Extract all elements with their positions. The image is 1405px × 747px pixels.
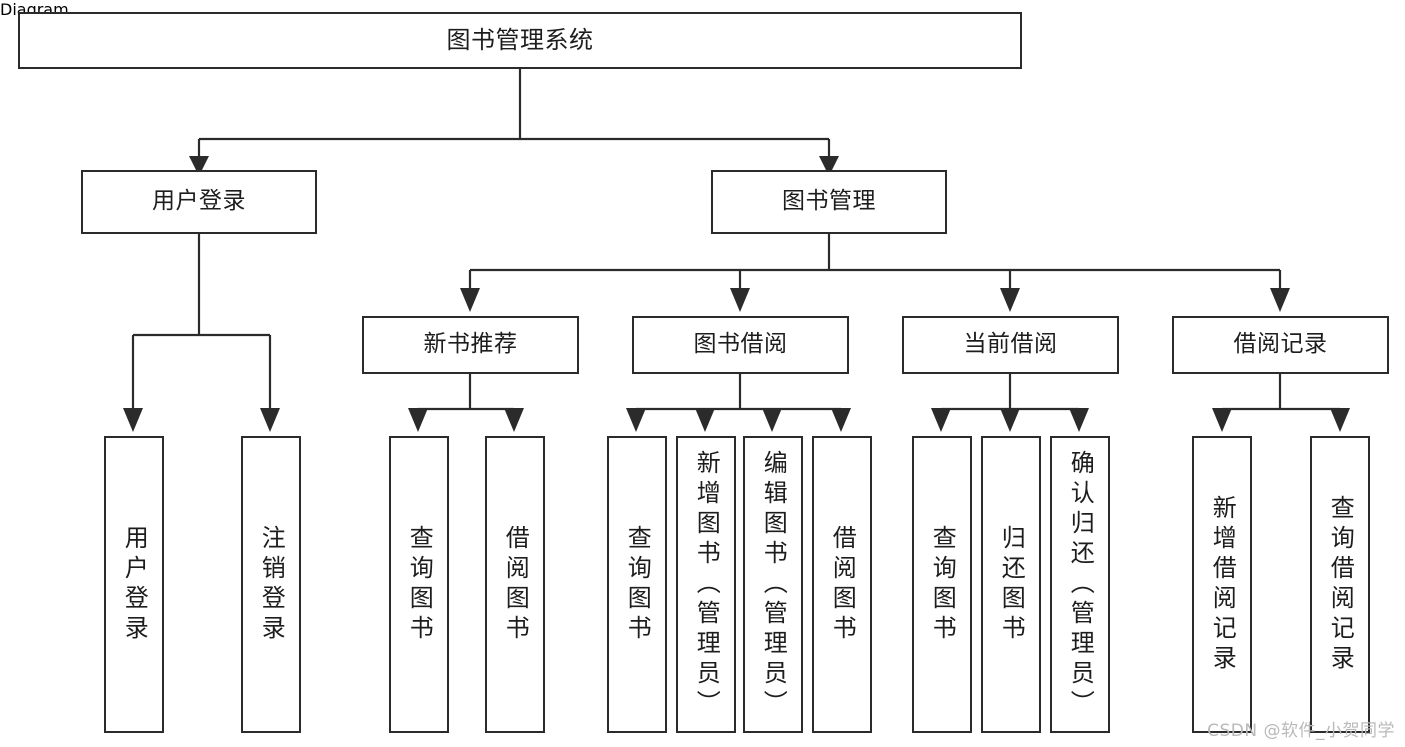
node-label: 借阅图书 xyxy=(501,524,530,645)
node-label: 图书管理系统 xyxy=(446,26,594,55)
leaf-borrow-book-newbook[interactable]: 借阅图书 xyxy=(485,436,545,733)
node-current-borrowing[interactable]: 当前借阅 xyxy=(902,316,1119,374)
node-label: 归还图书 xyxy=(997,524,1026,645)
node-label: 图书管理 xyxy=(782,188,876,215)
node-label: 用户登录 xyxy=(152,188,246,215)
leaf-logout[interactable]: 注销登录 xyxy=(241,436,301,733)
node-label: 当前借阅 xyxy=(963,331,1058,358)
node-label: 查询图书 xyxy=(623,524,652,645)
node-label: 查询图书 xyxy=(405,524,434,645)
node-label: 图书借阅 xyxy=(693,331,788,358)
node-book-borrowing[interactable]: 图书借阅 xyxy=(632,316,849,374)
node-label: 查询图书 xyxy=(928,524,957,645)
node-label: 新书推荐 xyxy=(423,331,518,358)
node-label: 借阅图书 xyxy=(828,524,857,645)
node-new-book-recommendation[interactable]: 新书推荐 xyxy=(362,316,579,374)
node-label: 用户登录 xyxy=(120,524,149,645)
node-label: 查询借阅记录 xyxy=(1326,494,1355,675)
node-borrowing-records[interactable]: 借阅记录 xyxy=(1172,316,1389,374)
node-label: 注销登录 xyxy=(257,524,286,645)
leaf-query-borrow-record[interactable]: 查询借阅记录 xyxy=(1310,436,1370,733)
node-label: 编辑图书（管理员） xyxy=(759,449,788,720)
node-label: 确认归还（管理员） xyxy=(1066,449,1095,720)
node-label: 新增借阅记录 xyxy=(1208,494,1237,675)
node-root-book-management-system[interactable]: 图书管理系统 xyxy=(18,12,1022,69)
leaf-confirm-return-admin[interactable]: 确认归还（管理员） xyxy=(1050,436,1110,733)
leaf-edit-book-admin[interactable]: 编辑图书（管理员） xyxy=(743,436,803,733)
node-label: 借阅记录 xyxy=(1233,331,1328,358)
leaf-query-book-newbook[interactable]: 查询图书 xyxy=(389,436,449,733)
leaf-add-borrow-record[interactable]: 新增借阅记录 xyxy=(1192,436,1252,733)
leaf-user-login[interactable]: 用户登录 xyxy=(104,436,164,733)
node-book-management[interactable]: 图书管理 xyxy=(711,170,947,234)
leaf-query-book-borrow[interactable]: 查询图书 xyxy=(607,436,667,733)
leaf-return-book[interactable]: 归还图书 xyxy=(981,436,1041,733)
node-label: 新增图书（管理员） xyxy=(692,449,721,720)
leaf-add-book-admin[interactable]: 新增图书（管理员） xyxy=(676,436,736,733)
node-user-login[interactable]: 用户登录 xyxy=(81,170,317,234)
leaf-query-book-current[interactable]: 查询图书 xyxy=(912,436,972,733)
leaf-borrow-book[interactable]: 借阅图书 xyxy=(812,436,872,733)
csdn-watermark: CSDN @软件_小贺同学 xyxy=(1207,721,1395,741)
